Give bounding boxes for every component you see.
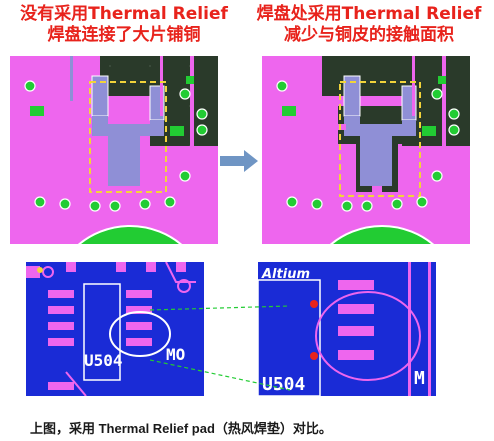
part-label-right: U504 [262,374,306,395]
left-title-line1: 没有采用Thermal Relief [20,4,228,24]
board-u504-left: U504 MO [26,262,204,396]
board-u504-right-drawing: Altium U504 M [258,262,436,396]
part-label-left: U504 [84,351,123,370]
right-title: 焊盘处采用Thermal Relief 减少与铜皮的接触面积 [244,4,494,46]
right-title-line1: 焊盘处采用Thermal Relief [256,4,482,24]
right-title-line2: 减少与铜皮的接触面积 [284,25,454,45]
pcb-with-thermal-relief [262,56,470,244]
mo-label-right: M [414,368,425,389]
pcb-without-thermal-relief [10,56,218,244]
arrow-right-icon [220,150,258,172]
left-title: 没有采用Thermal Relief 焊盘连接了大片铺铜 [4,4,244,46]
pcb-without-thermal-relief-drawing [10,56,218,244]
pcb-with-thermal-relief-drawing [262,56,470,244]
board-u504-left-drawing: U504 MO [26,262,204,396]
figure-caption: 上图，采用 Thermal Relief pad（热风焊垫）对比。 [30,421,332,436]
board-u504-right: Altium U504 M [258,262,436,396]
mo-label-left: MO [166,345,185,364]
brand-logo-text: Altium [261,267,310,282]
left-title-line2: 焊盘连接了大片铺铜 [47,25,201,45]
zoom-connector-lines [150,305,290,391]
